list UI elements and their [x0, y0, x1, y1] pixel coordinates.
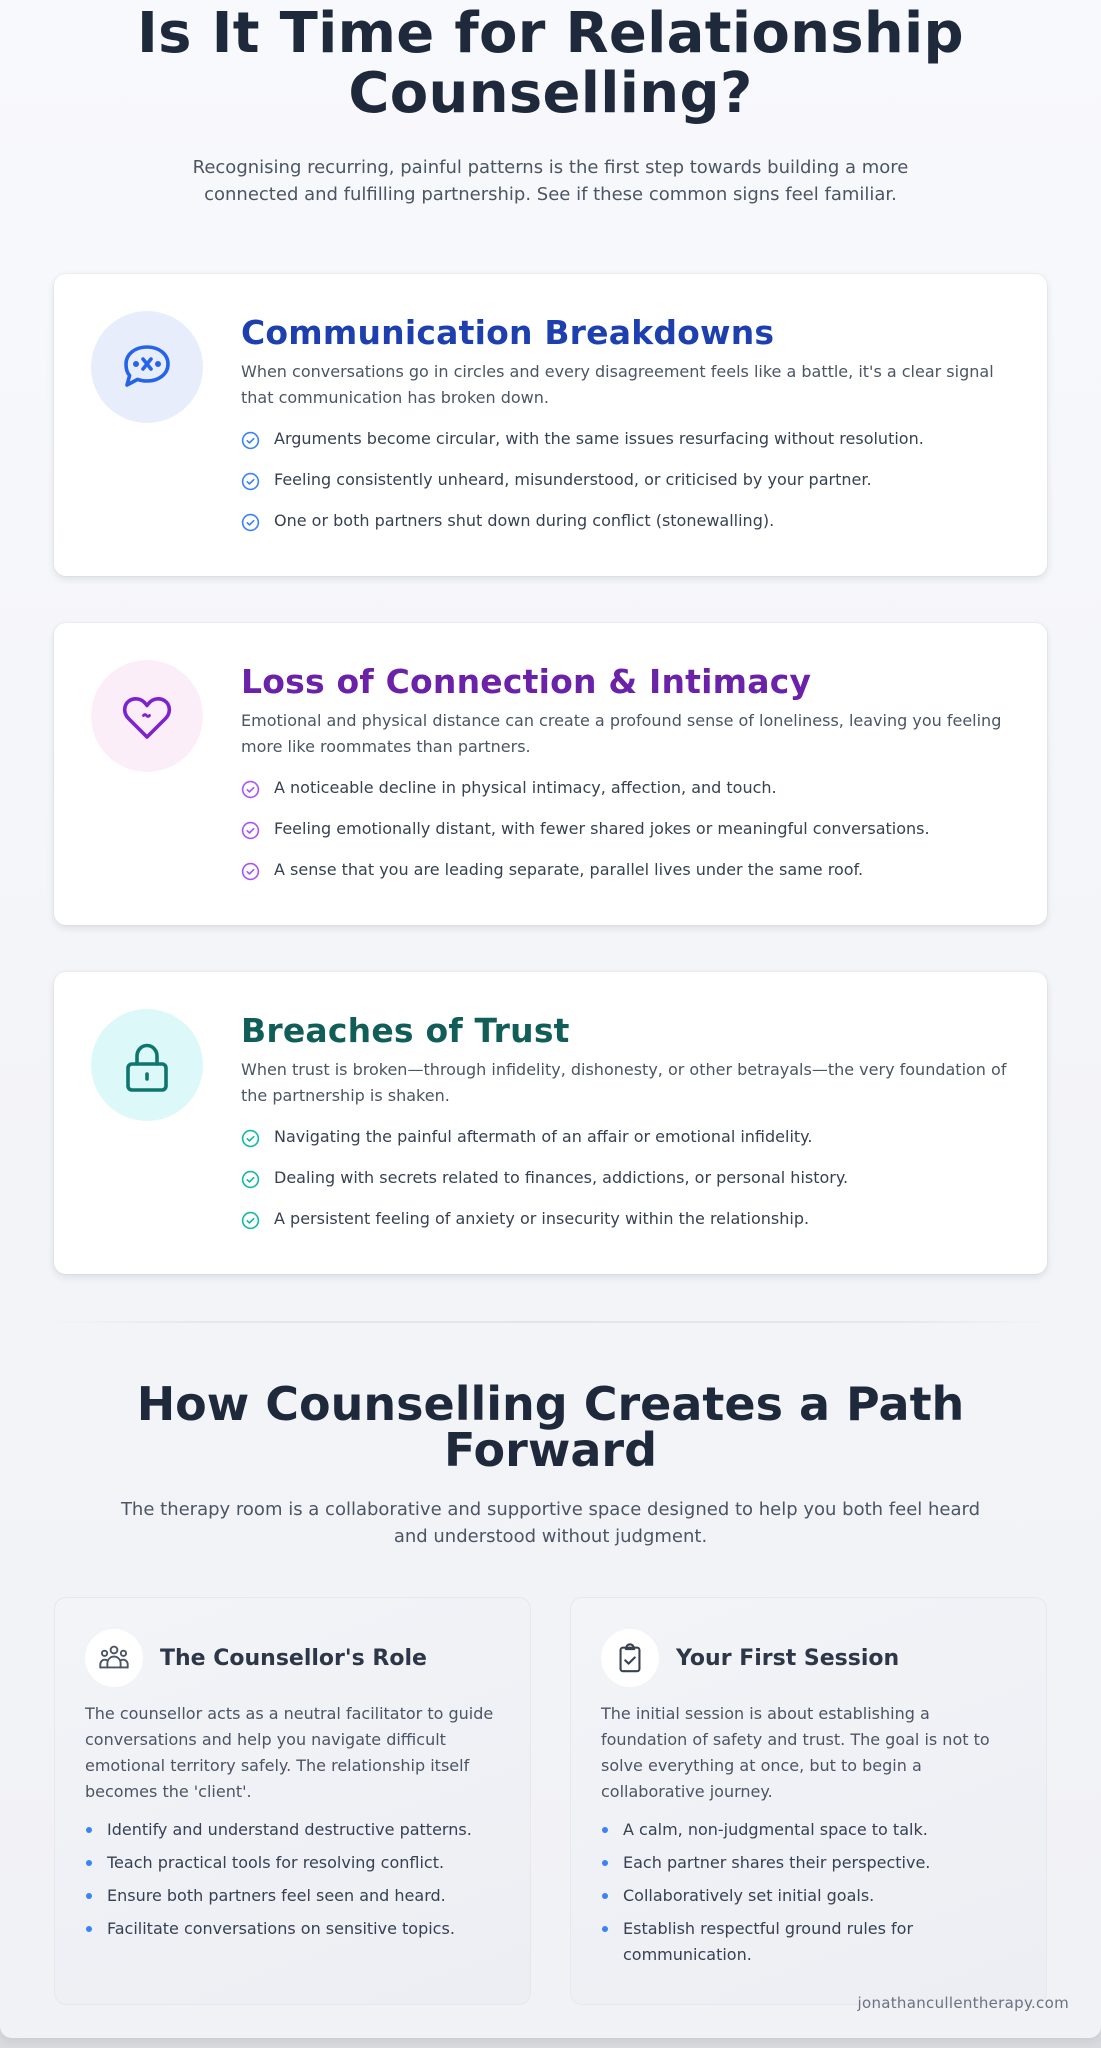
- list-item: Teach practical tools for resolving conf…: [85, 1850, 500, 1876]
- list-item: Identify and understand destructive patt…: [85, 1817, 500, 1843]
- sign-description: When conversations go in circles and eve…: [241, 362, 994, 407]
- first-session-card: Your First Session The initial session i…: [570, 1597, 1047, 2005]
- list-item: Dealing with secrets related to finances…: [241, 1166, 1011, 1190]
- check-circle-icon: [241, 431, 260, 450]
- list-item: Collaboratively set initial goals.: [601, 1883, 1016, 1909]
- list-item: Feeling consistently unheard, misunderst…: [241, 468, 1011, 492]
- list-item: Ensure both partners feel seen and heard…: [85, 1883, 500, 1909]
- sign-list: A noticeable decline in physical intimac…: [241, 776, 1011, 882]
- list-item: A calm, non-judgmental space to talk.: [601, 1817, 1016, 1843]
- path-forward-section: How Counselling Creates a Path Forward T…: [0, 1381, 1101, 1550]
- footer-website: jonathancullentherapy.com: [857, 1994, 1069, 2012]
- sign-description: When trust is broken—through infidelity,…: [241, 1060, 1007, 1105]
- list-item: Navigating the painful aftermath of an a…: [241, 1125, 1011, 1149]
- heart-icon: [122, 697, 172, 739]
- check-circle-icon: [241, 1129, 260, 1148]
- list-item: Each partner shares their perspective.: [601, 1850, 1016, 1876]
- speech-bubble-x-icon: [124, 345, 170, 387]
- page-title: Is It Time for Relationship Counselling?: [137, 1, 964, 126]
- sign-list: Navigating the painful aftermath of an a…: [241, 1125, 1011, 1231]
- col-icon-circle: [601, 1629, 659, 1687]
- list-item: Establish respectful ground rules for co…: [601, 1916, 1016, 1968]
- list-item-text: One or both partners shut down during co…: [274, 511, 775, 530]
- sign-card-connection: Loss of Connection & Intimacy Emotional …: [54, 623, 1047, 925]
- card-description: The initial session is about establishin…: [601, 1704, 990, 1801]
- sign-icon-circle: [91, 311, 203, 423]
- sign-icon-circle: [91, 660, 203, 772]
- list-item-text: A noticeable decline in physical intimac…: [274, 778, 777, 797]
- list-item: A noticeable decline in physical intimac…: [241, 776, 1011, 800]
- check-circle-icon: [241, 1170, 260, 1189]
- sign-description: Emotional and physical distance can crea…: [241, 711, 1002, 756]
- sign-title: Breaches of Trust: [241, 1011, 570, 1050]
- list-item-text: Dealing with secrets related to finances…: [274, 1168, 849, 1187]
- list-item: A persistent feeling of anxiety or insec…: [241, 1207, 1011, 1231]
- check-circle-icon: [241, 780, 260, 799]
- signs-section: Communication Breakdowns When conversati…: [0, 274, 1101, 1274]
- card-title: Your First Session: [676, 1645, 900, 1671]
- list-item-text: Feeling consistently unheard, misunderst…: [274, 470, 872, 489]
- list-item: Facilitate conversations on sensitive to…: [85, 1916, 500, 1942]
- info-columns: The Counsellor's Role The counsellor act…: [54, 1597, 1047, 2005]
- list-item: A sense that you are leading separate, p…: [241, 858, 1011, 882]
- section-subtitle: The therapy room is a collaborative and …: [120, 1499, 981, 1547]
- users-group-icon: [99, 1645, 129, 1669]
- counsellor-role-card: The Counsellor's Role The counsellor act…: [54, 1597, 531, 2005]
- list-item: Arguments become circular, with the same…: [241, 427, 1011, 451]
- list-item-text: A persistent feeling of anxiety or insec…: [274, 1209, 810, 1228]
- card-title: The Counsellor's Role: [160, 1645, 427, 1671]
- sign-title: Loss of Connection & Intimacy: [241, 662, 812, 701]
- check-circle-icon: [241, 513, 260, 532]
- card-list: Identify and understand destructive patt…: [85, 1817, 500, 1942]
- check-circle-icon: [241, 862, 260, 881]
- check-circle-icon: [241, 472, 260, 491]
- card-list: A calm, non-judgmental space to talk. Ea…: [601, 1817, 1016, 1968]
- hero-section: Is It Time for Relationship Counselling?…: [0, 0, 1101, 208]
- sign-card-trust: Breaches of Trust When trust is broken—t…: [54, 972, 1047, 1274]
- list-item-text: A sense that you are leading separate, p…: [274, 860, 864, 879]
- list-item: Feeling emotionally distant, with fewer …: [241, 817, 1011, 841]
- section-title: How Counselling Creates a Path Forward: [136, 1377, 965, 1477]
- list-item-text: Feeling emotionally distant, with fewer …: [274, 819, 930, 838]
- padlock-icon: [126, 1043, 168, 1092]
- section-divider: [50, 1321, 1051, 1323]
- check-circle-icon: [241, 1211, 260, 1230]
- sign-title: Communication Breakdowns: [241, 313, 775, 352]
- check-circle-icon: [241, 821, 260, 840]
- list-item-text: Navigating the painful aftermath of an a…: [274, 1127, 813, 1146]
- page-subtitle: Recognising recurring, painful patterns …: [192, 157, 909, 205]
- list-item-text: Arguments become circular, with the same…: [274, 429, 924, 448]
- clipboard-check-icon: [619, 1643, 641, 1673]
- col-icon-circle: [85, 1629, 143, 1687]
- sign-card-communication: Communication Breakdowns When conversati…: [54, 274, 1047, 576]
- sign-list: Arguments become circular, with the same…: [241, 427, 1011, 533]
- card-description: The counsellor acts as a neutral facilit…: [85, 1704, 494, 1801]
- list-item: One or both partners shut down during co…: [241, 509, 1011, 533]
- sign-icon-circle: [91, 1009, 203, 1121]
